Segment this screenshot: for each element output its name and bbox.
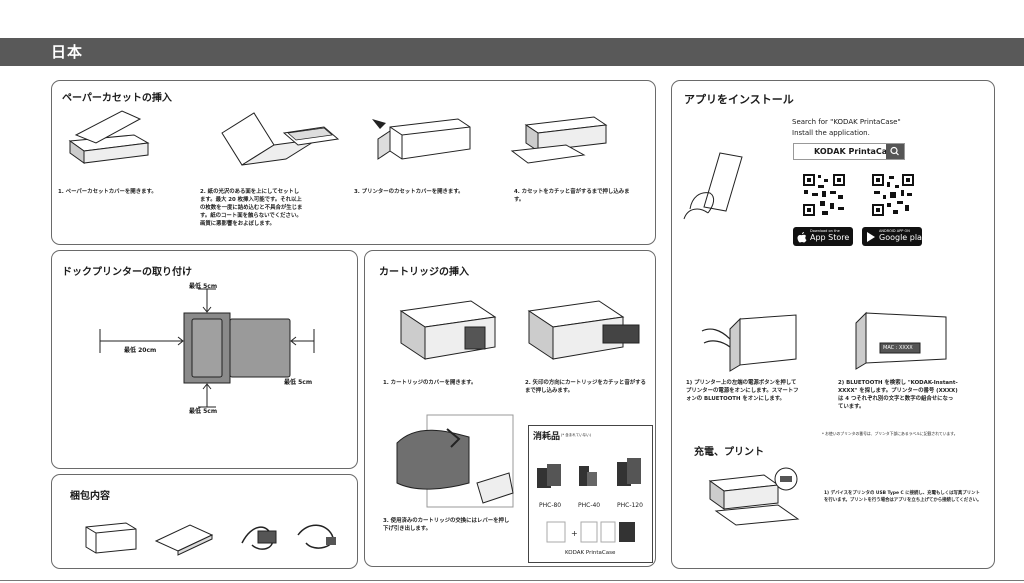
paper-step-3: 3. プリンターのカセットカバーを開きます。 — [354, 189, 464, 195]
phone-hand-illustration — [683, 152, 743, 220]
clearance-right-label: 最低 5cm — [284, 379, 313, 386]
paper-cassette-title: ペーパーカセットの挿入 — [62, 93, 172, 104]
cassette-insert-illustration — [510, 116, 608, 164]
googleplay-small-text: ANDROID APP ON — [879, 229, 910, 233]
paper-step-2: 2. 紙の光沢のある面を上にしてセットします。最大 20 枚挿入可能です。それ以… — [200, 189, 303, 227]
app-step-2: 2) BLUETOOTH を検索し "KODAK-Instant-XXXX" を… — [838, 380, 958, 410]
printacase-label: KODAK PrintaCase — [565, 550, 616, 556]
googleplay-qr-code — [871, 173, 915, 217]
consumables-note: (* 含まれていない) — [561, 433, 591, 437]
box-contents-illustration — [85, 522, 336, 556]
googleplay-big-text: Google play — [879, 233, 927, 242]
paper-cassette-panel: ペーパーカセットの挿入 1. ペーパーカセットカバーを開きます。 2. 紙の光沢… — [51, 80, 656, 245]
power-button-illustration — [701, 314, 797, 372]
cartridge-push-illustration — [527, 300, 640, 360]
googleplay-badge[interactable]: ANDROID APP ON Google play — [862, 227, 927, 246]
consumables-title: 消耗品 — [533, 432, 561, 442]
app-printer-number-note: * お使いのプリンタの番号は、プリンタ下部にあるラベルに記載されています。 — [822, 431, 958, 436]
cartridge-panel: カートリッジの挿入 1. カートリッジのカバーを開きます。 2. 矢印の方向にカ… — [364, 250, 656, 567]
box-contents-title: 梱包内容 — [70, 491, 110, 502]
apple-icon — [797, 232, 807, 243]
install-instruction: Install the application. — [792, 129, 870, 137]
charge-step-1: 1) デバイスをプリンタの USB Type C に接続し、充電もしくは写真プリ… — [824, 491, 982, 503]
appstore-qr-code — [802, 173, 846, 217]
appstore-small-text: Download on the — [810, 229, 840, 233]
app-search-box[interactable]: KODAK PrintaCase — [793, 143, 905, 160]
svg-text:+: + — [571, 529, 578, 538]
cartridge-step-1: 1. カートリッジのカバーを開きます。 — [383, 380, 477, 386]
clearance-top-label: 最低 5cm — [189, 283, 218, 290]
cartridge-cover-illustration — [399, 300, 497, 360]
search-icon[interactable] — [886, 144, 904, 159]
mac-label-illustration — [855, 311, 947, 370]
box-contents-panel: 梱包内容 — [51, 474, 358, 569]
product-label-2: PHC-40 — [578, 502, 601, 509]
appstore-big-text: App Store — [810, 233, 850, 242]
appstore-badge[interactable]: Download on the App Store — [793, 227, 853, 246]
section-header-title: 日本 — [51, 43, 84, 61]
product-label-1: PHC-80 — [539, 502, 562, 509]
app-install-panel: アプリをインストール Search for "KODAK PrintaCase"… — [671, 80, 995, 569]
paper-step-4: 4. カセットをカチッと音がするまで押し込みます。 — [514, 189, 630, 203]
app-step-1: 1) プリンター上の左端の電源ボタンを押してプリンターの電源をオンにします。スマ… — [686, 380, 799, 402]
cartridge-title: カートリッジの挿入 — [379, 267, 469, 278]
bottom-divider — [0, 580, 1024, 581]
dock-install-title: ドックプリンターの取り付け — [62, 267, 192, 278]
printer-cassette-open-illustration — [372, 118, 471, 160]
clearance-left-label: 最低 20cm — [124, 347, 157, 354]
paper-step-1: 1. ペーパーカセットカバーを開きます。 — [58, 189, 157, 195]
consumables-products-illustration — [537, 458, 641, 488]
consumables-box: 消耗品 (* 含まれていない) PHC-80 PHC-40 PHC-120 + … — [528, 425, 653, 563]
usb-charge-illustration — [708, 467, 800, 526]
printacase-illustration: + — [546, 521, 635, 543]
google-play-icon — [867, 232, 875, 242]
cassette-cover-illustration — [68, 110, 150, 164]
dock-install-panel: ドックプリンターの取り付け 最低 5cm 最低 20cm 最低 5cm 最低 5… — [51, 250, 358, 469]
paper-loading-illustration — [221, 112, 340, 166]
clearance-diagram — [99, 288, 315, 408]
search-instruction: Search for "KODAK PrintaCase" — [792, 118, 901, 126]
app-search-value: KODAK PrintaCase — [814, 147, 898, 156]
product-label-3: PHC-120 — [617, 502, 643, 509]
app-install-title: アプリをインストール — [684, 93, 794, 106]
charge-print-title: 充電、プリント — [694, 447, 764, 458]
cartridge-lever-illustration — [396, 414, 514, 508]
mac-address-label: MAC : XXXX — [883, 345, 913, 351]
cartridge-step-2: 2. 矢印の方向にカートリッジをカチッと音がするまで押し込みます。 — [525, 380, 646, 394]
section-header-bar: 日本 — [0, 38, 1024, 66]
clearance-bottom-label: 最低 5cm — [189, 408, 218, 415]
cartridge-step-3: 3. 使用済みのカートリッジの交換にはレバーを押し下げ引き出します。 — [383, 518, 510, 532]
